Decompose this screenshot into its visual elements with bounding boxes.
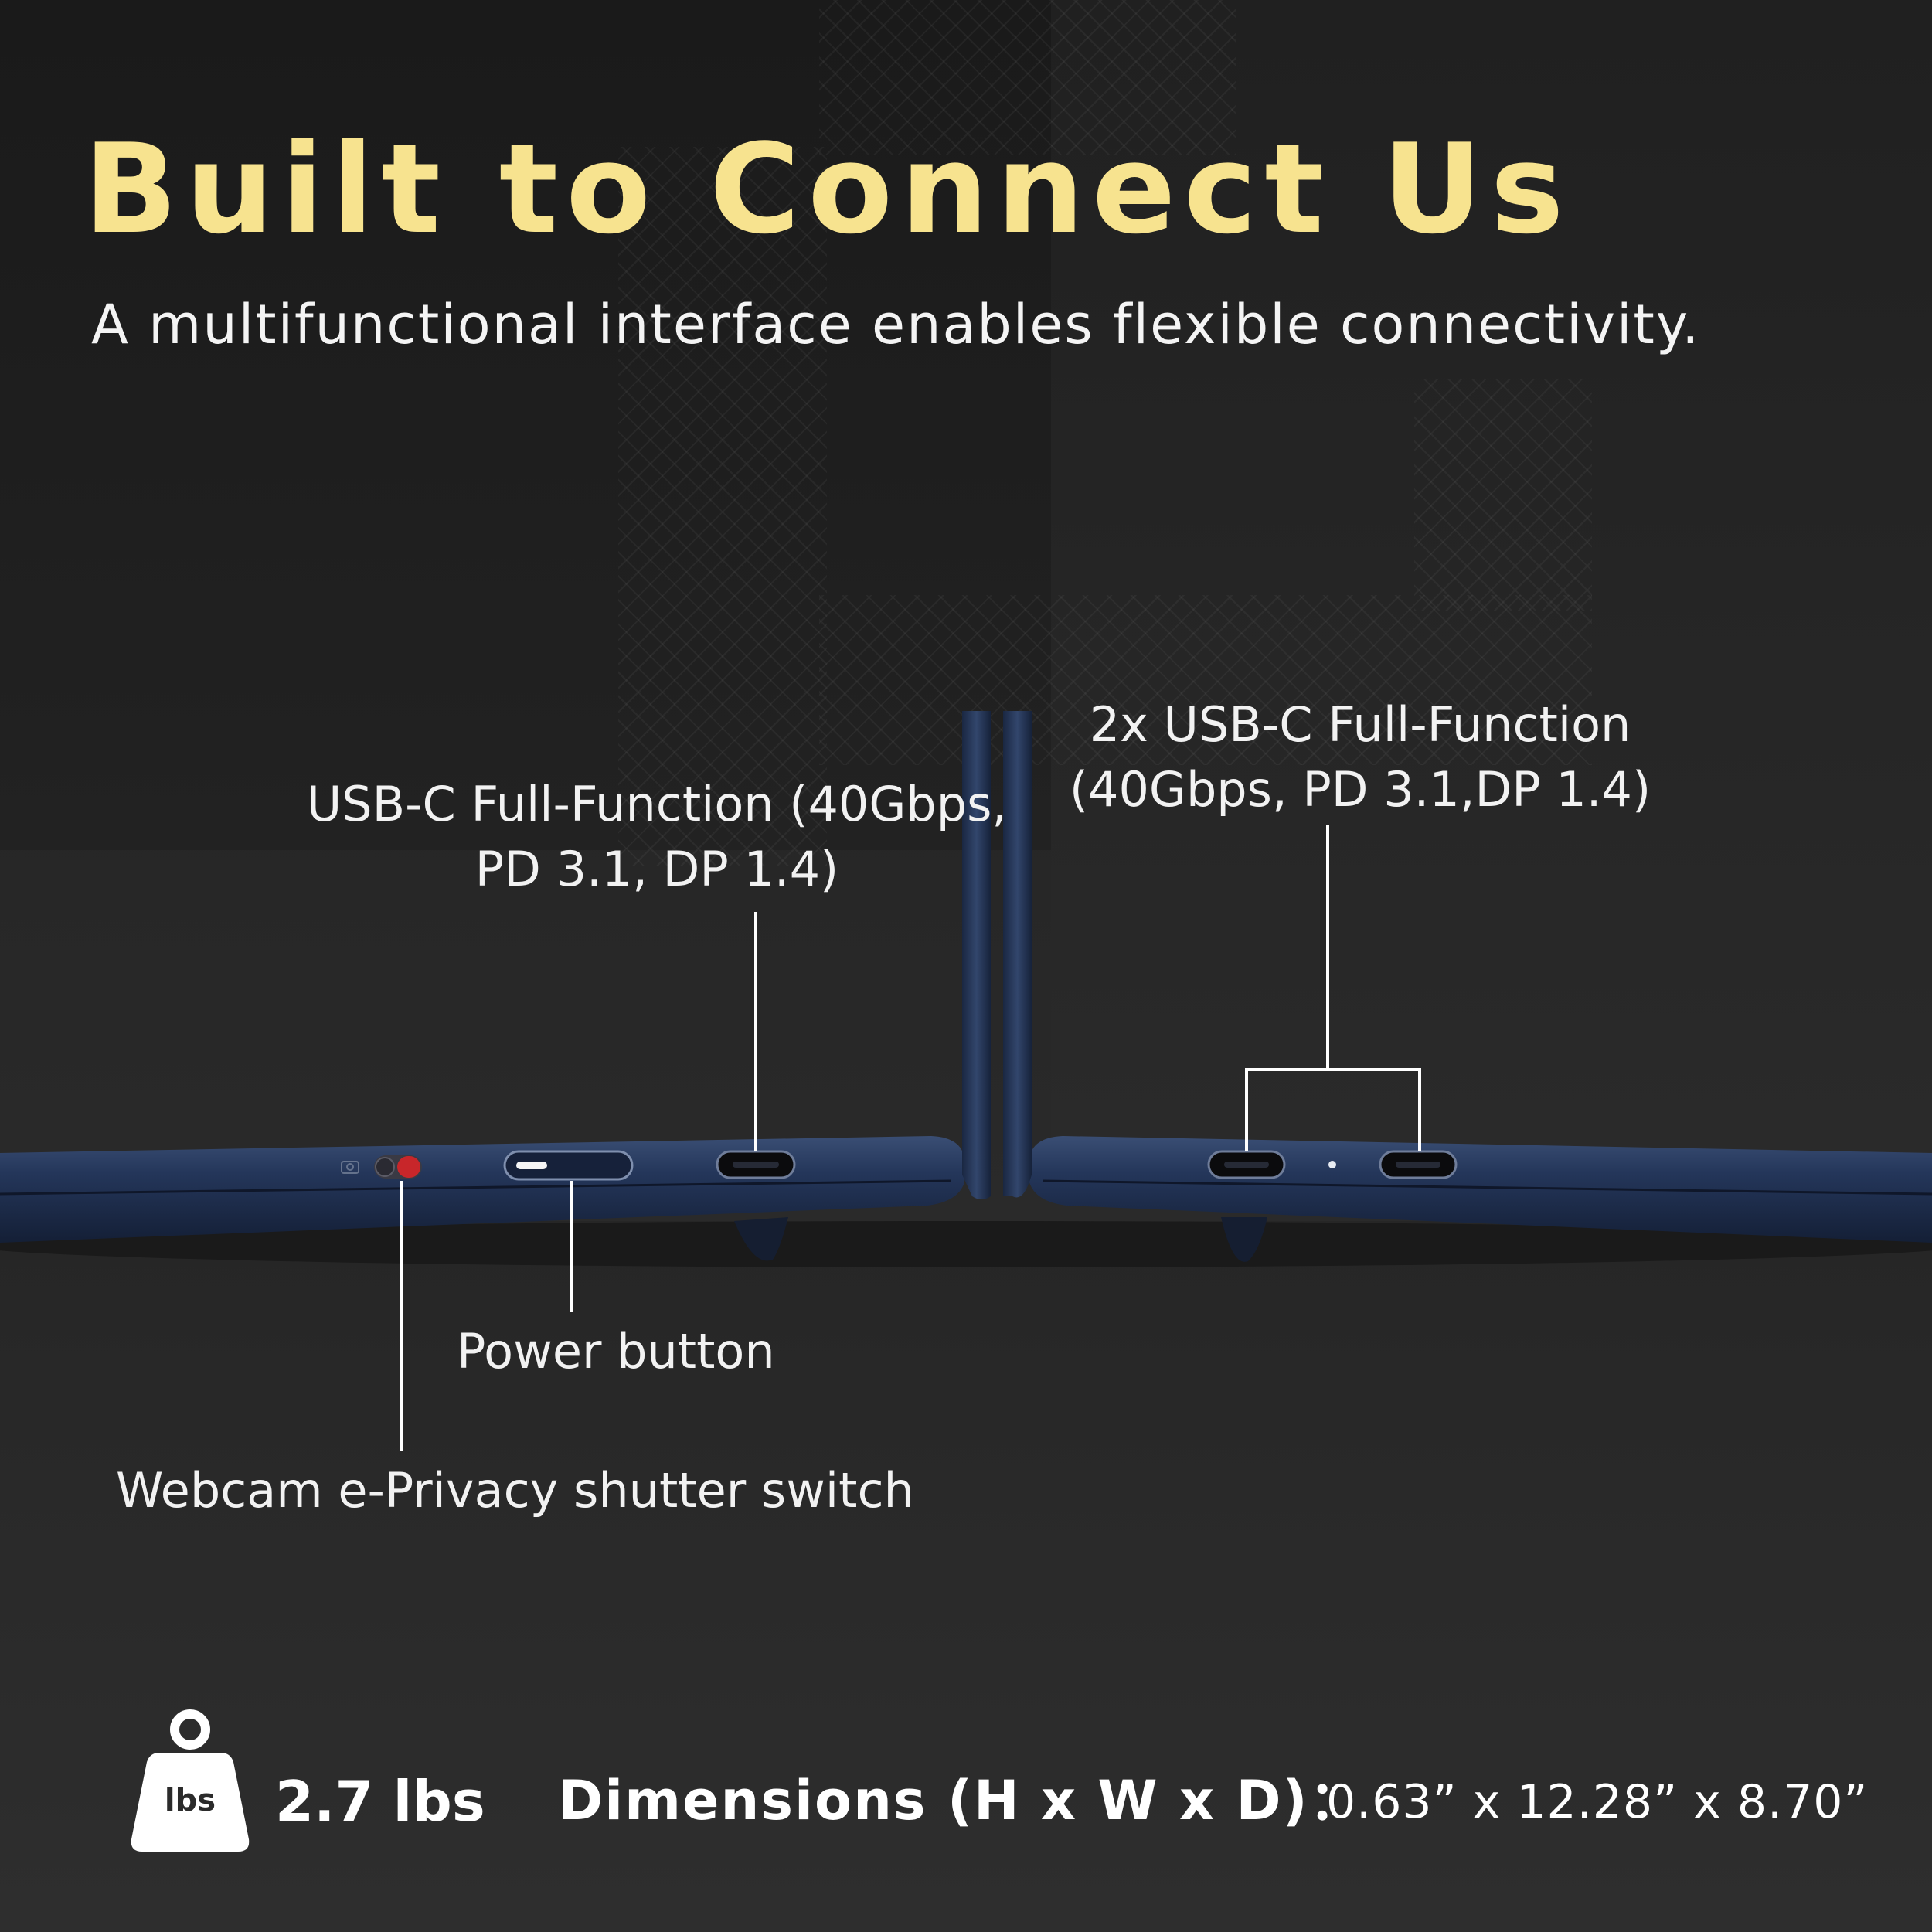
webcam-shutter-leader-line [400,1181,403,1451]
usbc-right-leader-stem [1326,825,1329,1070]
weight-icon-label: lbs [164,1783,216,1818]
usbc-right-callout-line2: (40Gbps, PD 3.1,DP 1.4) [1069,761,1651,818]
background-wall-right [1051,0,1932,1159]
usbc-right-leader-bar [1245,1068,1421,1071]
background-floor [0,1221,1932,1932]
usbc-right-callout: 2x USB-C Full-Function (40Gbps, PD 3.1,D… [1059,692,1662,822]
weight-value: 2.7 lbs [275,1769,485,1834]
usbc-left-callout-line1: USB-C Full-Function (40Gbps, [306,776,1008,832]
power-button-leader-line [570,1181,573,1312]
usb-c-port-right-1 [1207,1150,1286,1179]
power-button-callout: Power button [457,1323,775,1379]
background-pattern-top [819,0,1236,155]
weight-icon [131,1709,250,1852]
camera-off-icon [341,1161,359,1174]
background-pattern-right [1414,379,1592,611]
usb-c-port-right-2 [1379,1150,1458,1179]
usbc-left-callout: USB-C Full-Function (40Gbps, PD 3.1, DP … [294,772,1020,902]
page-title: Built to Connect Us [83,117,1572,261]
right-laptop-lid [1003,711,1032,1198]
left-laptop-lid [962,711,991,1199]
dimensions-label: Dimensions (H x W x D)： [558,1769,1365,1832]
laptop-shadow [0,1221,1932,1267]
power-button [503,1150,634,1181]
page-subtitle: A multifunctional interface enables flex… [91,293,1701,356]
usb-c-port-left [716,1150,796,1179]
webcam-shutter-callout: Webcam e-Privacy shutter switch [116,1462,914,1519]
usbc-right-leader-right-drop [1418,1068,1421,1151]
usbc-right-leader-left-drop [1245,1068,1248,1151]
background-pattern-bottom [819,595,1592,765]
background-pattern-left [618,147,827,866]
status-led [1328,1161,1336,1168]
usbc-left-callout-line2: PD 3.1, DP 1.4) [474,841,839,897]
webcam-shutter-switch [374,1155,422,1179]
usbc-right-callout-line1: 2x USB-C Full-Function [1089,696,1631,753]
usbc-left-leader-line [754,912,757,1151]
dimensions-value: 0.63” x 12.28” x 8.70” [1326,1775,1869,1829]
